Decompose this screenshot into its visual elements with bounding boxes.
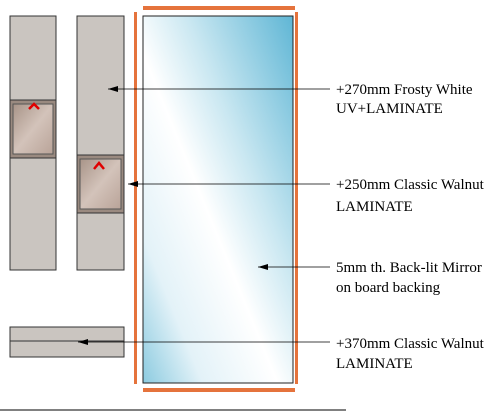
callout-classic-walnut-370-line2: LAMINATE (336, 356, 413, 372)
frame-bottom-edge (143, 388, 295, 392)
mirror-glass (142, 15, 294, 384)
callout-classic-walnut-250-line2: LAMINATE (336, 199, 413, 215)
callout-back-lit-mirror-line2: on board backing (336, 280, 441, 296)
callout-frosty-white-line2: UV+LAMINATE (336, 101, 443, 117)
callout-back-lit-mirror-line1: 5mm th. Back-lit Mirror (336, 260, 482, 276)
callout-frosty-white-line1: +270mm Frosty White (336, 82, 473, 98)
red-mark-icon (93, 161, 105, 170)
frame-top-edge (143, 6, 295, 10)
arrowhead-icon (128, 181, 138, 187)
callout-classic-walnut-250-line1: +250mm Classic Walnut (336, 177, 485, 193)
back-lit-mirror-assembly (134, 6, 298, 392)
callout-classic-walnut-370-line1: +370mm Classic Walnut (336, 336, 485, 352)
red-mark-icon (28, 102, 40, 110)
handle-pull (79, 158, 122, 210)
arrowhead-icon (258, 264, 268, 270)
middle-vertical-panel (76, 15, 125, 271)
frame-left-edge (134, 12, 137, 384)
arrowhead-icon (78, 339, 88, 345)
arrowhead-icon (108, 86, 118, 92)
leader-lines (78, 86, 330, 345)
callout-labels: +270mm Frosty White UV+LAMINATE +250mm C… (336, 82, 485, 372)
left-vertical-panel (9, 15, 57, 271)
frame-right-edge (295, 12, 298, 384)
handle-pull (12, 103, 54, 155)
